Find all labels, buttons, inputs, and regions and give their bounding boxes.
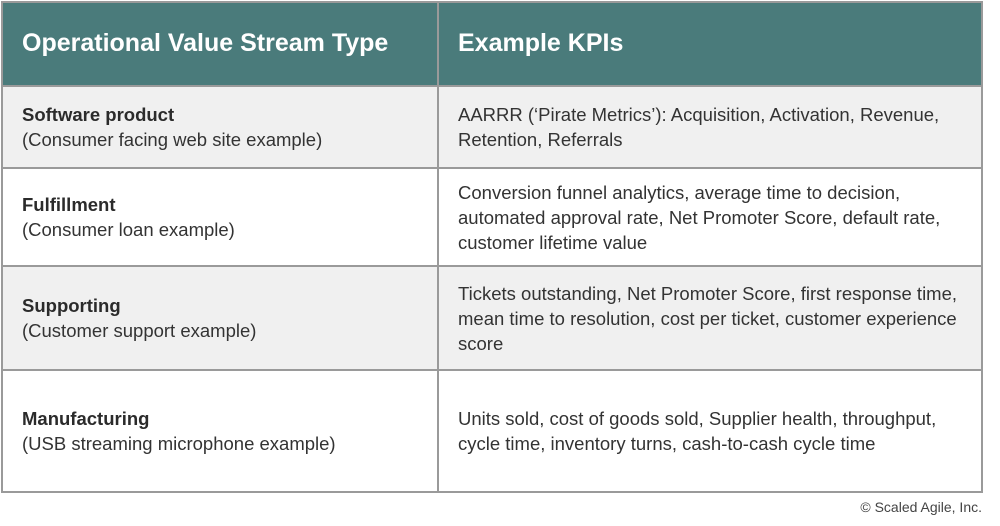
type-cell: Software product (Consumer facing web si… xyxy=(1,85,439,169)
table-row: Software product (Consumer facing web si… xyxy=(1,85,983,169)
kpis-cell: Units sold, cost of goods sold, Supplier… xyxy=(437,369,983,493)
type-example: (Customer support example) xyxy=(22,320,257,341)
kpis-cell: Tickets outstanding, Net Promoter Score,… xyxy=(437,265,983,371)
type-example: (Consumer facing web site example) xyxy=(22,129,323,150)
copyright-notice: © Scaled Agile, Inc. xyxy=(860,499,982,515)
type-cell: Supporting (Customer support example) xyxy=(1,265,439,371)
kpi-table: Operational Value Stream Type Example KP… xyxy=(1,1,983,493)
type-name: Manufacturing xyxy=(22,408,150,429)
table-header-row: Operational Value Stream Type Example KP… xyxy=(1,1,983,87)
type-name: Software product xyxy=(22,104,175,125)
type-example: (USB streaming microphone example) xyxy=(22,433,336,454)
table-row: Fulfillment (Consumer loan example) Conv… xyxy=(1,167,983,267)
table-row: Supporting (Customer support example) Ti… xyxy=(1,265,983,371)
kpis-cell: AARRR (‘Pirate Metrics’): Acquisition, A… xyxy=(437,85,983,169)
header-example-kpis: Example KPIs xyxy=(437,1,983,87)
header-value-stream-type: Operational Value Stream Type xyxy=(1,1,439,87)
kpis-cell: Conversion funnel analytics, average tim… xyxy=(437,167,983,267)
table-row: Manufacturing (USB streaming microphone … xyxy=(1,369,983,493)
type-example: (Consumer loan example) xyxy=(22,219,235,240)
type-name: Fulfillment xyxy=(22,194,116,215)
type-name: Supporting xyxy=(22,295,121,316)
type-cell: Manufacturing (USB streaming microphone … xyxy=(1,369,439,493)
type-cell: Fulfillment (Consumer loan example) xyxy=(1,167,439,267)
